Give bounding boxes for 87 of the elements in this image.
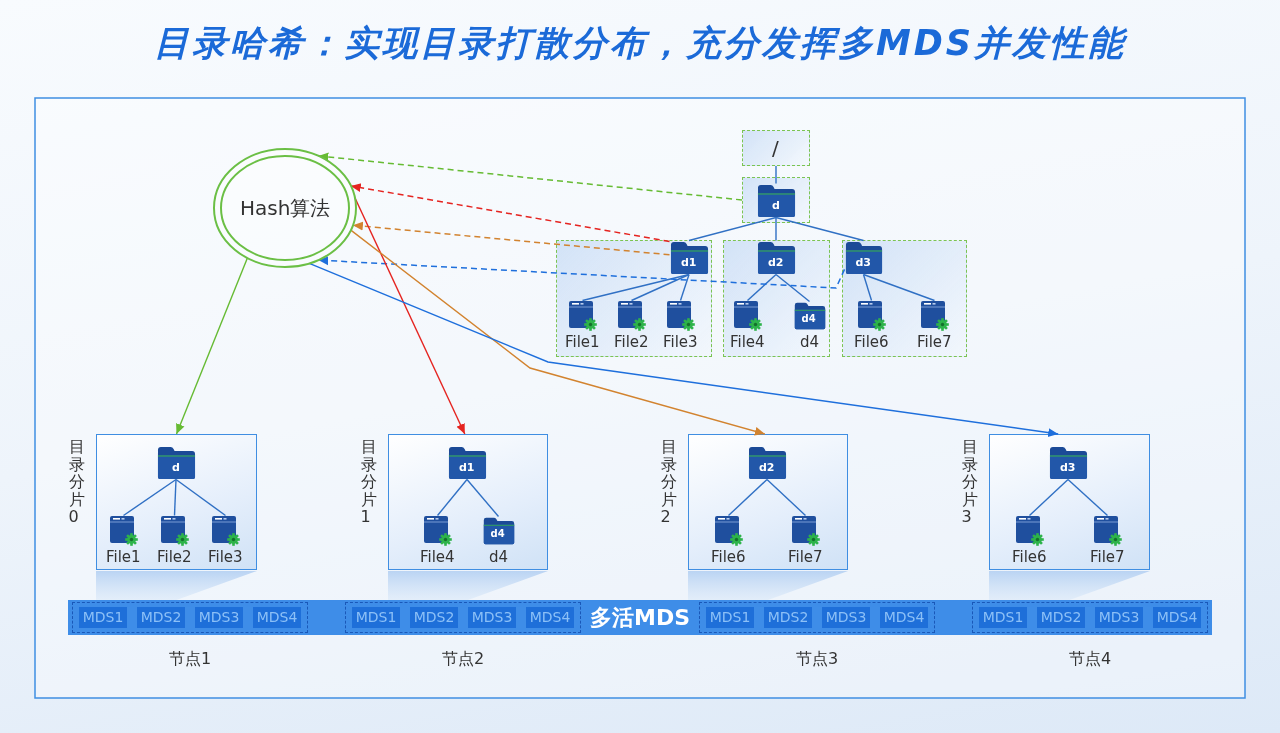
mds-label: MDS2: [410, 607, 458, 628]
connector-line: [122, 478, 177, 517]
file-name: File3: [208, 547, 243, 566]
mds-label: MDS3: [195, 607, 243, 628]
connector-line: [862, 273, 936, 302]
file-name: File6: [1012, 547, 1047, 566]
connector-line: [775, 216, 865, 242]
file-name: File4: [730, 332, 765, 351]
arrow: [308, 262, 1059, 438]
connector-line: [688, 216, 777, 242]
mds-label: MDS4: [253, 607, 301, 628]
mds-label: MDS4: [526, 607, 574, 628]
mds-label: MDS3: [468, 607, 516, 628]
folder-label: d: [772, 198, 780, 212]
connector-line: [775, 273, 811, 303]
folder-name: d4: [489, 547, 509, 566]
arrow: [175, 257, 249, 435]
connector-line: [175, 478, 227, 517]
connector-line: [746, 273, 777, 302]
connector-line: [436, 478, 468, 517]
connector-line: [766, 478, 807, 517]
arrow: [354, 197, 466, 435]
vertical-caption: 目录分片2: [660, 438, 677, 526]
vertical-caption: 目录分片3: [961, 438, 978, 526]
file-name: File7: [1090, 547, 1125, 566]
mds-label: MDS3: [1095, 607, 1143, 628]
page-title: 目录哈希：实现目录打散分布，充分发挥多MDS并发性能: [153, 22, 1127, 64]
segment-caption: 节点4: [1069, 648, 1112, 668]
mds-label: MDS1: [79, 607, 127, 628]
band-title: 多活MDS: [590, 604, 690, 631]
folder-label: d1: [681, 255, 697, 269]
folder-label: d: [172, 460, 180, 474]
connector-line: [679, 273, 690, 302]
dashed-group-box: [556, 240, 712, 357]
path-label: /: [772, 135, 779, 160]
file-name: File1: [565, 332, 600, 351]
mds-label: MDS1: [979, 607, 1027, 628]
root-path-box: [742, 130, 810, 166]
folder-label: d3: [1060, 460, 1076, 474]
file-name: File4: [420, 547, 455, 566]
dashed-arrow: [317, 256, 846, 289]
file-name: File1: [106, 547, 141, 566]
file-name: File6: [854, 332, 889, 351]
file-name: File6: [711, 547, 746, 566]
vertical-caption: 目录分片1: [360, 438, 377, 526]
connector-line: [630, 273, 690, 302]
mds-label: MDS3: [822, 607, 870, 628]
connector-line: [466, 478, 500, 518]
vertical-caption: 目录分片0: [68, 438, 85, 526]
dashed-arrow: [317, 152, 743, 201]
mds-label: MDS1: [352, 607, 400, 628]
connector-line: [1067, 478, 1109, 517]
connector-line: [173, 478, 177, 517]
mds-label: MDS4: [1153, 607, 1201, 628]
folder-label: d4: [490, 527, 505, 540]
folder-label: d3: [855, 255, 872, 269]
file-name: File7: [917, 332, 952, 351]
dashed-group-box: [842, 240, 967, 357]
mds-label: MDS1: [706, 607, 754, 628]
connector-line: [727, 478, 768, 517]
mds-label: MDS4: [880, 607, 928, 628]
file-name: File2: [614, 332, 649, 351]
folder-label: d2: [768, 255, 784, 269]
connector-line: [862, 273, 873, 302]
folder-label: d2: [759, 460, 775, 474]
folder-label: d4: [801, 312, 816, 325]
file-name: File2: [157, 547, 192, 566]
file-name: File7: [788, 547, 823, 566]
folder-name: d4: [800, 332, 820, 351]
segment-caption: 节点1: [169, 648, 212, 668]
dashed-arrow: [352, 221, 671, 256]
mds-label: MDS2: [764, 607, 812, 628]
mds-label: MDS2: [137, 607, 185, 628]
connector-line: [775, 165, 777, 185]
folder-label: d1: [459, 460, 475, 474]
segment-caption: 节点2: [442, 648, 485, 668]
dashed-arrow: [350, 183, 671, 243]
dashed-group-box: [723, 240, 830, 357]
algorithm-label: Hash算法: [240, 196, 331, 220]
file-name: File3: [663, 332, 698, 351]
segment-caption: 节点3: [796, 648, 839, 668]
mds-label: MDS2: [1037, 607, 1085, 628]
connector-line: [775, 216, 777, 242]
dashed-group-box: [742, 177, 810, 223]
connector-line: [1028, 478, 1069, 517]
connector-line: [581, 273, 690, 302]
arrow: [350, 229, 766, 436]
